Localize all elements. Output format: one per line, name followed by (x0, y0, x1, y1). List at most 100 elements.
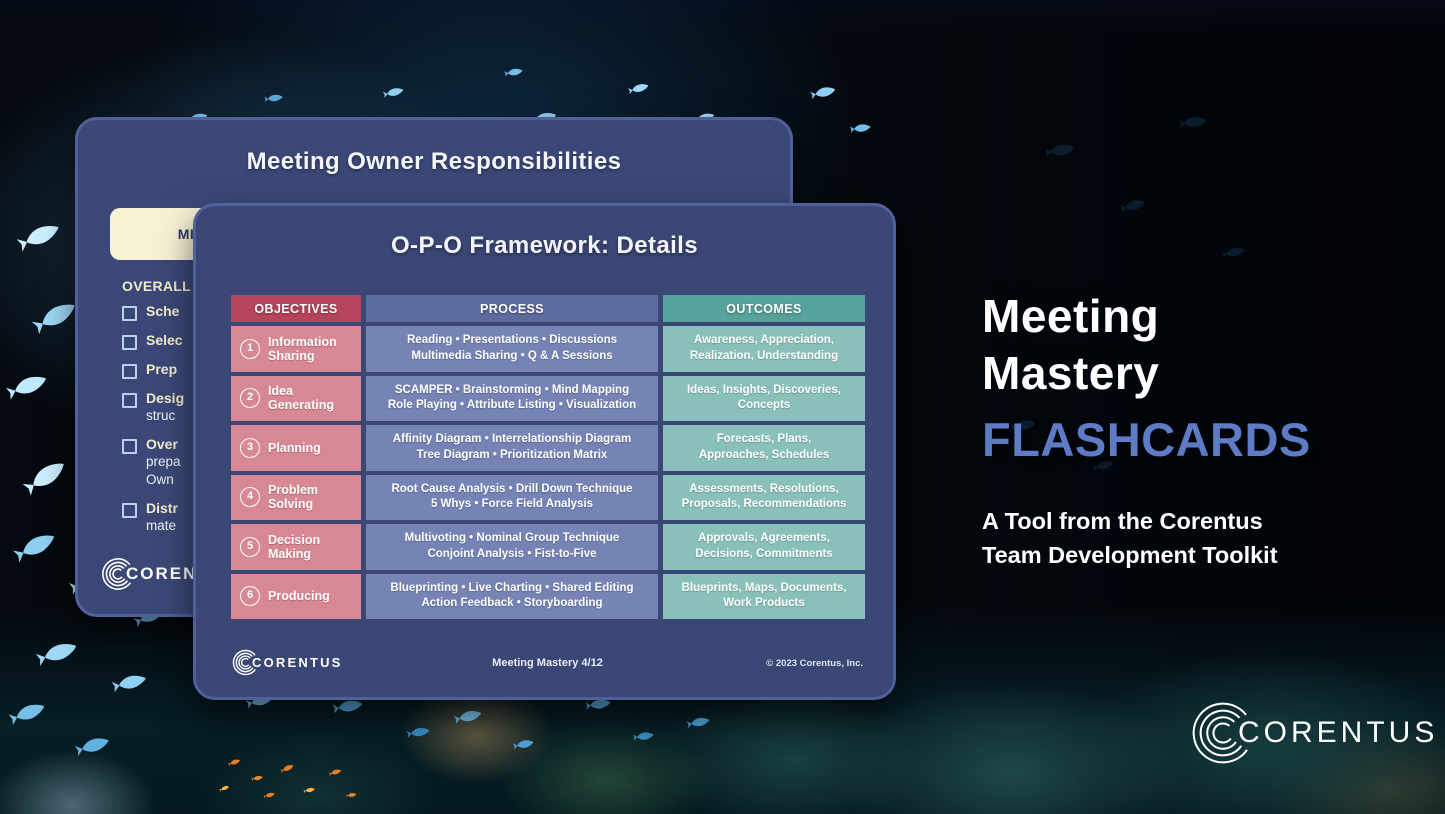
checklist-subline: Own (146, 472, 174, 487)
process-cell: Root Cause Analysis • Drill Down Techniq… (366, 474, 658, 520)
process-line: Multimedia Sharing • Q & A Sessions (411, 349, 613, 362)
front-card-title: O-P-O Framework: Details (390, 232, 698, 259)
front-card-footer: CORENTUS Meeting Mastery 4/12 © 2023 Cor… (232, 649, 863, 681)
logo-text: CORENTUS (1238, 716, 1439, 749)
outcomes-line: Awareness, Appreciation, (694, 334, 834, 347)
product-title-line: Meeting (982, 290, 1160, 342)
outcomes-line: Realization, Understanding (689, 349, 839, 362)
process-line: Conjoint Analysis • Fist-to-Five (427, 547, 597, 560)
corentus-logo: CORENTUS (232, 649, 343, 676)
checkbox-icon (122, 364, 137, 379)
outcomes-cell: Assessments, Resolutions, Proposals, Rec… (663, 474, 865, 520)
logo-text: CORENTUS (252, 655, 343, 670)
checklist-label: Over (146, 436, 178, 452)
process-line: Root Cause Analysis • Drill Down Techniq… (391, 482, 633, 495)
checklist-label: Selec (146, 332, 183, 348)
objective-cell: 5 Decision Making (231, 524, 361, 570)
product-title-flashcards: FLASHCARDS (982, 413, 1311, 466)
outcomes-line: Concepts (737, 399, 791, 412)
objective-label: Planning (268, 441, 321, 455)
circled-number: 3 (240, 437, 260, 458)
outcomes-line: Assessments, Resolutions, (689, 482, 839, 495)
outcomes-line: Forecasts, Plans, (716, 433, 812, 446)
outcomes-cell: Ideas, Insights, Discoveries, Concepts (663, 375, 865, 421)
process-line: 5 Whys • Force Field Analysis (430, 498, 594, 511)
circled-number: 1 (240, 338, 260, 359)
corentus-logo: CORENTUS (1190, 700, 1438, 766)
outcomes-line: Proposals, Recommendations (681, 498, 847, 511)
slide-front-card: O-P-O Framework: Details OBJECTIVES PROC… (193, 203, 896, 700)
column-header-process: PROCESS (366, 295, 658, 322)
process-line: Multivoting • Nominal Group Technique (404, 532, 620, 545)
objective-label: Problem Solving (268, 483, 318, 512)
outcomes-line: Ideas, Insights, Discoveries, (686, 383, 842, 396)
right-panel: Meeting Mastery FLASHCARDS A Tool from t… (982, 288, 1432, 572)
circled-number: 4 (240, 487, 260, 508)
checkbox-icon (122, 306, 137, 321)
process-line: Affinity Diagram • Interrelationship Dia… (392, 433, 632, 446)
checklist-label: Prep (146, 361, 178, 377)
checklist-subline: mate (146, 518, 177, 533)
process-cell: Blueprinting • Live Charting • Shared Ed… (366, 573, 658, 619)
checklist-label: Desig (146, 390, 185, 406)
process-line: Tree Diagram • Prioritization Matrix (416, 448, 608, 461)
objective-line: Information (268, 334, 337, 349)
objective-cell: 1 Information Sharing (231, 326, 361, 372)
objective-cell: 6 Producing (231, 573, 361, 619)
subtitle-line: Team Development Toolkit (982, 542, 1278, 568)
column-header-objectives: OBJECTIVES (231, 295, 361, 322)
outcomes-cell: Blueprints, Maps, Documents, Work Produc… (663, 573, 865, 619)
objective-label: Decision Making (268, 533, 320, 562)
objective-line: Decision (268, 532, 321, 547)
circled-number: 6 (240, 586, 260, 607)
outcomes-line: Work Products (723, 597, 805, 610)
checkbox-icon (122, 335, 137, 350)
circled-number: 2 (240, 388, 260, 409)
process-cell: Multivoting • Nominal Group Technique Co… (366, 524, 658, 570)
objective-line: Producing (268, 589, 330, 604)
footer-copyright: © 2023 Corentus, Inc. (766, 658, 863, 669)
outcomes-cell: Forecasts, Plans, Approaches, Schedules (663, 425, 865, 471)
objective-label: Information Sharing (268, 335, 337, 364)
back-card-title: Meeting Owner Responsibilities (246, 148, 622, 175)
outcomes-line: Blueprints, Maps, Documents, (681, 581, 847, 594)
outcomes-cell: Approvals, Agreements, Decisions, Commit… (663, 524, 865, 570)
orange-reef-fish (218, 758, 357, 799)
process-line: Blueprinting • Live Charting • Shared Ed… (390, 581, 634, 594)
objective-cell: 3 Planning (231, 425, 361, 471)
subtitle-line: A Tool from the Corentus (982, 508, 1263, 534)
product-subtitle: A Tool from the Corentus Team Developmen… (982, 504, 1432, 572)
process-cell: Affinity Diagram • Interrelationship Dia… (366, 425, 658, 471)
checklist-label: Distr (146, 500, 178, 516)
column-header-outcomes: OUTCOMES (663, 295, 865, 322)
circled-number: 5 (240, 536, 260, 557)
checkbox-icon (122, 439, 137, 454)
highlight-tab-label: MI (177, 226, 195, 242)
checklist-label: Sche (146, 303, 180, 319)
objective-cell: 2 Idea Generating (231, 375, 361, 421)
checkbox-icon (122, 503, 137, 518)
objective-line: Making (268, 546, 312, 561)
checklist-subline: struc (146, 408, 176, 423)
outcomes-line: Approvals, Agreements, (698, 532, 830, 545)
process-cell: Reading • Presentations • Discussions Mu… (366, 326, 658, 372)
outcomes-cell: Awareness, Appreciation, Realization, Un… (663, 326, 865, 372)
footer-page-label: Meeting Mastery 4/12 (492, 657, 603, 669)
process-line: Action Feedback • Storyboarding (421, 597, 603, 610)
objective-cell: 4 Problem Solving (231, 474, 361, 520)
process-line: Reading • Presentations • Discussions (407, 334, 617, 347)
objective-line: Sharing (268, 348, 315, 363)
checkbox-icon (122, 393, 137, 408)
objective-line: Generating (268, 398, 334, 413)
objective-label: Producing (268, 589, 330, 603)
objective-label: Idea Generating (268, 384, 334, 413)
outcomes-line: Approaches, Schedules (698, 448, 830, 461)
objective-line: Solving (268, 497, 314, 512)
objective-line: Planning (268, 440, 321, 455)
objective-line: Idea (268, 384, 294, 398)
process-line: SCAMPER • Brainstorming • Mind Mapping (394, 383, 630, 396)
objective-line: Problem (268, 483, 319, 497)
opo-framework-table: OBJECTIVES PROCESS OUTCOMES 1 Informatio… (231, 295, 865, 619)
product-title-line: Mastery (982, 347, 1160, 399)
